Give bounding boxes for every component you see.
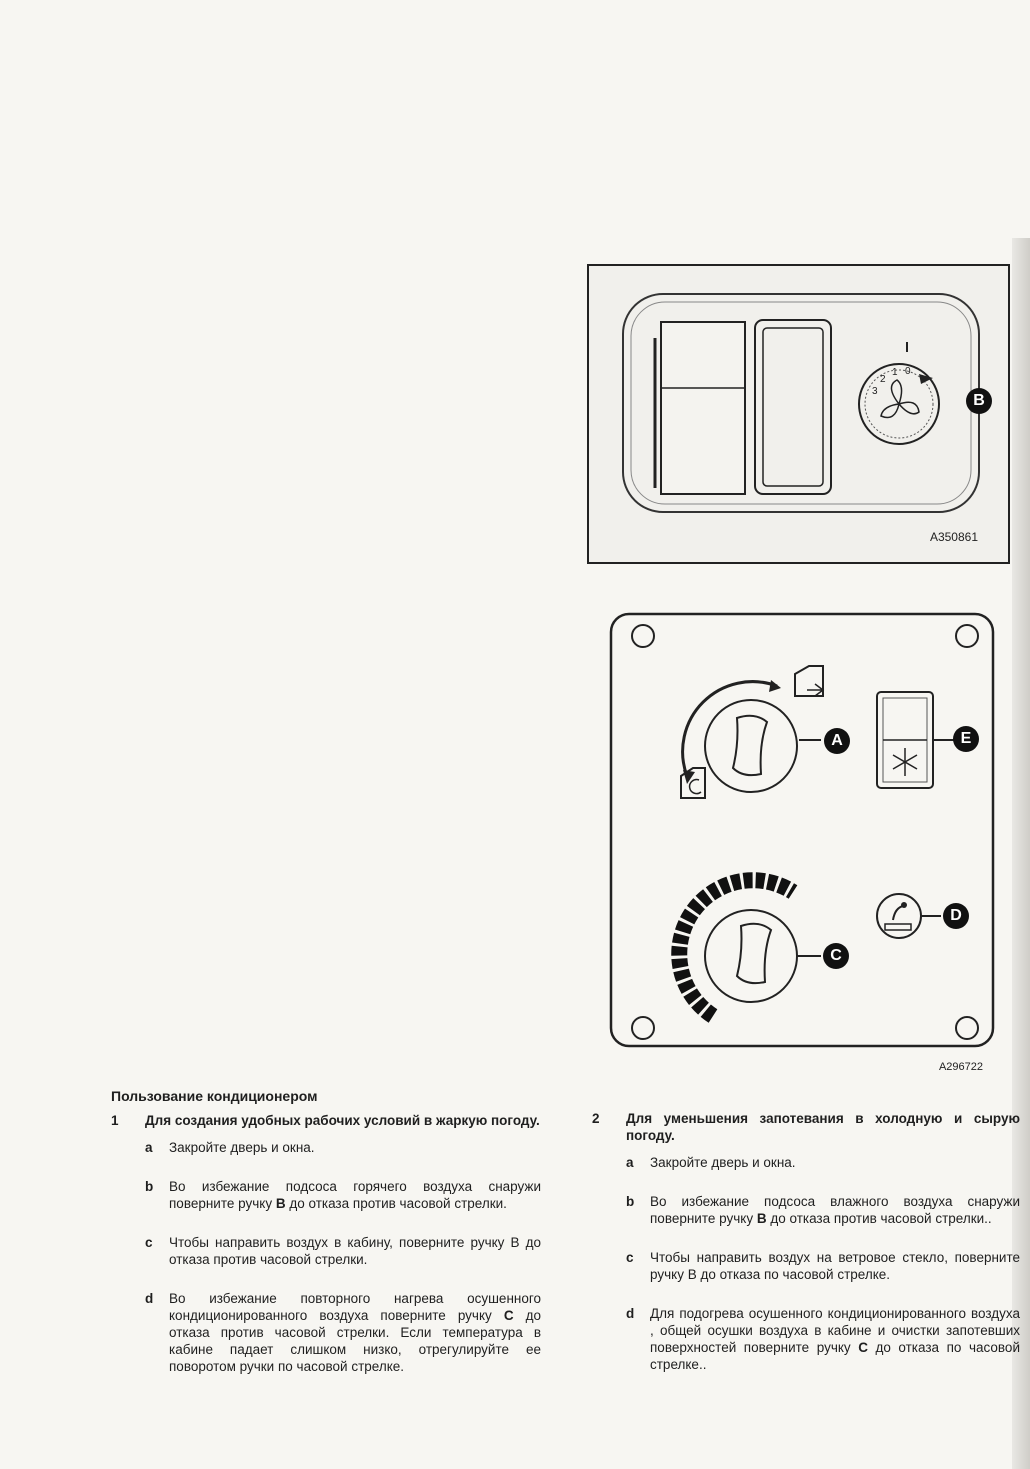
step-heading: 1 Для создания удобных рабочих условий в… bbox=[111, 1112, 541, 1129]
sub-step-letter: c bbox=[626, 1250, 634, 1265]
fan-icon bbox=[880, 379, 920, 419]
callout-a: A bbox=[824, 728, 850, 754]
snowflake-icon bbox=[892, 748, 918, 776]
callout-e: E bbox=[953, 726, 979, 752]
sub-step-text: Во избежание повторного нагрева осушенно… bbox=[169, 1291, 541, 1374]
button-d bbox=[876, 893, 922, 939]
temperature-scale bbox=[671, 872, 798, 1023]
sub-step-letter: d bbox=[145, 1291, 154, 1306]
sub-step-text: Чтобы направить воздух в кабину, поверни… bbox=[169, 1235, 541, 1267]
step-title: Для создания удобных рабочих условий в ж… bbox=[145, 1113, 540, 1128]
dial-number: 0 bbox=[905, 366, 911, 377]
callout-b: B bbox=[966, 388, 992, 414]
sub-step-letter: a bbox=[626, 1155, 634, 1170]
fan-speed-dial bbox=[858, 363, 940, 445]
figure-code: A350861 bbox=[929, 530, 978, 544]
sub-step-text: Во избежание подсоса влажного воздуха сн… bbox=[650, 1194, 1020, 1226]
sub-step: a Закройте дверь и окна. bbox=[145, 1139, 541, 1156]
rocker-switch-left bbox=[660, 321, 746, 495]
dial-number: 1 bbox=[892, 367, 898, 378]
sub-step: a Закройте дверь и окна. bbox=[626, 1154, 1020, 1171]
sub-step-letter: b bbox=[626, 1194, 635, 1209]
sub-step-letter: d bbox=[626, 1306, 635, 1321]
step-title: Для уменьшения запотевания в холодную и … bbox=[626, 1111, 1020, 1143]
figure-climate-panel: A E D C A296722 bbox=[587, 600, 1017, 1075]
rocker-switch-right bbox=[754, 319, 832, 495]
sub-step-text: Во избежание подсоса горячего воздуха сн… bbox=[169, 1179, 541, 1211]
dial-number: 3 bbox=[872, 386, 878, 397]
section-title: Пользование кондиционером bbox=[111, 1088, 318, 1104]
fan-control-drawing bbox=[622, 293, 980, 513]
sub-step-letter: a bbox=[145, 1140, 153, 1155]
figure-code: A296722 bbox=[938, 1061, 983, 1073]
step-number: 2 bbox=[592, 1111, 600, 1126]
sub-step: b Во избежание подсоса горячего воздуха … bbox=[145, 1178, 541, 1212]
sub-step: d Для подогрева осушенного кондициониров… bbox=[626, 1305, 1020, 1373]
sub-step-letter: c bbox=[145, 1235, 153, 1250]
sub-step-text: Для подогрева осушенного кондиционирован… bbox=[650, 1306, 1020, 1372]
callout-d: D bbox=[943, 903, 969, 929]
sub-step: c Чтобы направить воздух на ветровое сте… bbox=[626, 1249, 1020, 1283]
sub-step: d Во избежание повторного нагрева осушен… bbox=[145, 1290, 541, 1375]
dial-number: 2 bbox=[880, 374, 886, 385]
page-edge bbox=[1012, 238, 1030, 1469]
instruction-column-1: 1 Для создания удобных рабочих условий в… bbox=[111, 1112, 541, 1397]
sub-step-text: Чтобы направить воздух на ветровое стекл… bbox=[650, 1250, 1020, 1282]
sub-step: c Чтобы направить воздух в кабину, повер… bbox=[145, 1234, 541, 1268]
sub-step: b Во избежание подсоса влажного воздуха … bbox=[626, 1193, 1020, 1227]
step-heading: 2 Для уменьшения запотевания в холодную … bbox=[592, 1110, 1020, 1144]
figure-fan-control: 3 2 1 0 B A350861 bbox=[587, 264, 1010, 564]
sub-step-letter: b bbox=[145, 1179, 154, 1194]
recirculate-icon bbox=[680, 767, 706, 799]
instruction-column-2: 2 Для уменьшения запотевания в холодную … bbox=[592, 1110, 1020, 1395]
callout-c: C bbox=[823, 943, 849, 969]
sub-step-text: Закройте дверь и окна. bbox=[650, 1155, 796, 1170]
fresh-air-icon bbox=[794, 665, 824, 697]
step-number: 1 bbox=[111, 1113, 119, 1128]
knob-a bbox=[704, 699, 798, 793]
sub-step-text: Закройте дверь и окна. bbox=[169, 1140, 315, 1155]
climate-panel-drawing bbox=[609, 612, 995, 1048]
